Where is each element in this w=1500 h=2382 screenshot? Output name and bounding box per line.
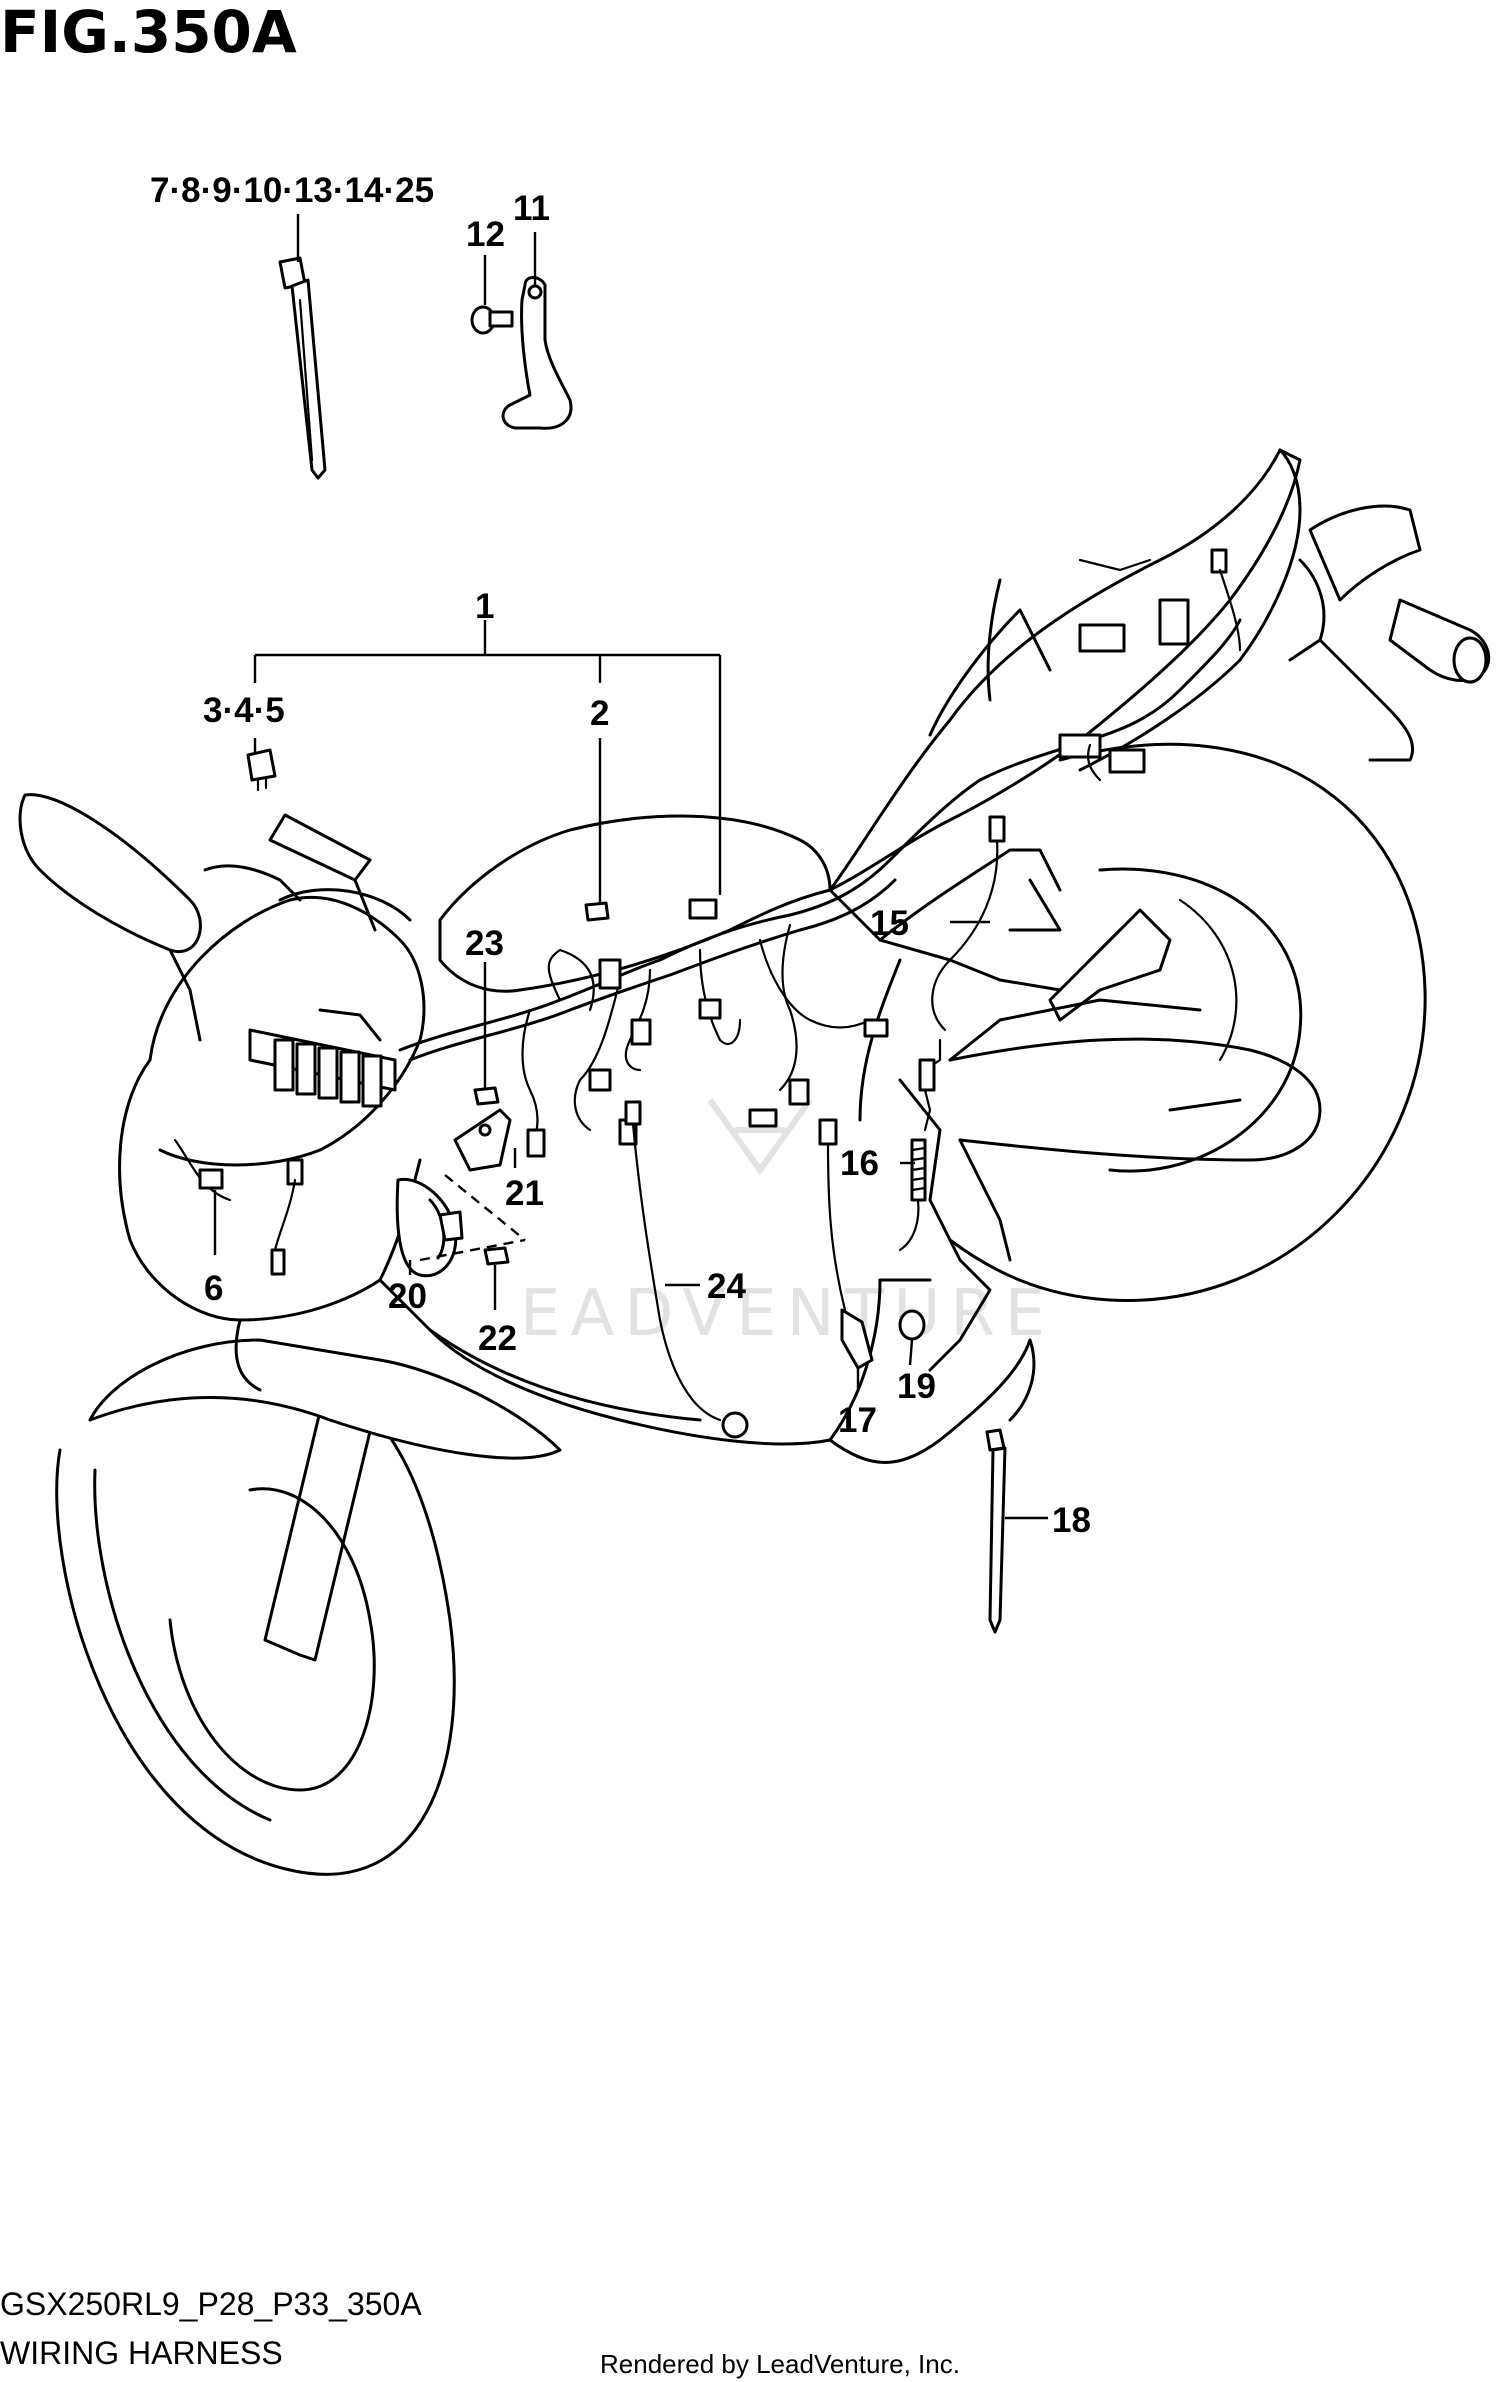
lead-part-24 — [624, 1100, 749, 1439]
figure-title: FIG.350A — [0, 0, 297, 66]
callout-19: 19 — [897, 1367, 936, 1406]
rear-connector — [1158, 598, 1190, 646]
leadventure-watermark: EADVENTURE — [520, 1098, 1055, 1351]
sub-harness-15 — [918, 815, 1006, 1132]
rear-connector — [1210, 548, 1228, 574]
render-credit: Rendered by LeadVenture, Inc. — [600, 2349, 960, 2379]
spring-part-16 — [898, 1138, 927, 1252]
rear-rim — [1098, 867, 1303, 1173]
callout-11: 11 — [513, 189, 550, 228]
front-tire — [55, 1378, 456, 1876]
callout-2: 2 — [590, 694, 609, 733]
horn-part-20 — [395, 1177, 464, 1278]
callout-3-4-5: 3·4·5 — [203, 691, 285, 730]
bracket-part-21 — [453, 1108, 512, 1172]
relay-part — [246, 748, 277, 792]
harness-connector — [526, 1128, 546, 1158]
lower-cowl — [828, 1338, 1036, 1464]
fuel-tank — [438, 814, 832, 993]
model-code: GSX250RL9_P28_P33_350A — [0, 2286, 422, 2322]
screw-part-12 — [470, 305, 514, 335]
clamp-part-11 — [501, 276, 573, 430]
bolt-part-22 — [483, 1246, 510, 1266]
left-grip — [268, 813, 372, 882]
motorcycle-outline — [18, 448, 1491, 1876]
rear-connector — [1108, 748, 1146, 774]
fuse-part — [584, 901, 610, 922]
harness-connector — [863, 1018, 889, 1038]
callout-15: 15 — [870, 904, 909, 943]
callout-24: 24 — [707, 1267, 746, 1306]
license-bracket — [1318, 638, 1415, 762]
seat — [828, 448, 1302, 892]
grommet-part-19 — [898, 1309, 926, 1341]
callout-1: 1 — [475, 587, 494, 626]
bolt-part-23 — [473, 1086, 500, 1106]
fuse-box — [248, 1008, 397, 1108]
callout-22: 22 — [478, 1319, 517, 1358]
harness-connector — [630, 1018, 652, 1046]
rear-connector — [1058, 733, 1102, 759]
harness-connector — [698, 998, 722, 1020]
front-tire-inner — [93, 1468, 272, 1822]
callout-20: 20 — [388, 1277, 427, 1316]
left-mirror — [18, 793, 202, 954]
callout-7-25: 7·8·9·10·13·14·25 — [150, 171, 434, 210]
callout-23: 23 — [465, 924, 504, 963]
tail-light — [1308, 504, 1422, 602]
callout-21: 21 — [505, 1174, 544, 1213]
callout-17: 17 — [838, 1401, 877, 1440]
front-fender — [88, 1338, 562, 1460]
harness-connector — [588, 1068, 612, 1092]
rear-tire — [948, 742, 1427, 1302]
wiring-harness — [173, 548, 1242, 1276]
main-harness-trunk — [398, 618, 1242, 1052]
leader-lines — [213, 214, 1048, 1520]
rear-hugger — [1048, 908, 1172, 1022]
rear-connector — [1078, 623, 1126, 653]
cable-tie-part — [278, 256, 327, 480]
harness-connector — [688, 898, 718, 920]
watermark-text: EADVENTURE — [520, 1277, 1055, 1351]
swing-arm — [948, 1037, 1322, 1162]
front-cowl — [148, 895, 426, 1167]
front-rim — [168, 1487, 376, 1792]
harness-connector — [598, 958, 622, 990]
callout-6: 6 — [204, 1269, 223, 1308]
callout-16: 16 — [840, 1144, 879, 1183]
callout-labels: 7·8·9·10·13·14·25 11 12 1 3·4·5 2 15 23 … — [150, 171, 1091, 1540]
harness-connector — [748, 1108, 778, 1128]
callout-18: 18 — [1052, 1501, 1091, 1540]
sensor-part-17 — [818, 1118, 874, 1370]
tail-cowl — [1078, 448, 1302, 772]
cable-tie-part-18 — [985, 1428, 1007, 1634]
harness-connector — [788, 1078, 810, 1106]
callout-12: 12 — [466, 215, 505, 254]
windscreen — [278, 888, 412, 922]
figure-caption: WIRING HARNESS — [0, 2335, 283, 2371]
